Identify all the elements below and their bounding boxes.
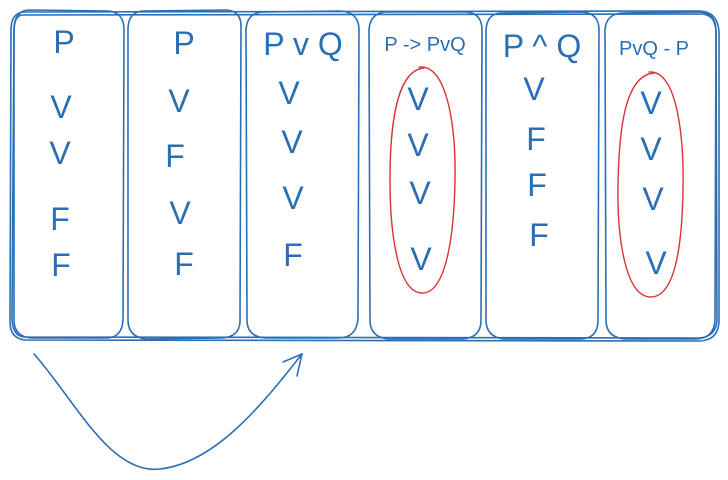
column-5-value-3: F	[527, 167, 547, 203]
column-box-2	[127, 9, 242, 340]
column-3: P v Q V V V F	[263, 26, 342, 273]
column-3-value-1: V	[278, 75, 300, 111]
column-2-header: P	[173, 25, 194, 61]
column-1-value-3: F	[50, 201, 70, 237]
column-box-1	[13, 9, 125, 339]
column-6-value-1: V	[640, 85, 662, 121]
column-3-header: P v Q	[263, 26, 342, 62]
curved-arrow-icon	[33, 353, 303, 470]
column-6: PvQ - P V V V V	[619, 38, 689, 281]
column-5-value-1: V	[523, 71, 545, 107]
column-boxes	[13, 9, 717, 340]
highlight-ellipse-col-6	[617, 71, 684, 298]
column-1-value-2: V	[49, 135, 71, 171]
column-4-value-2: V	[407, 127, 429, 163]
column-2-value-4: F	[174, 246, 194, 282]
column-1-header: P	[53, 24, 74, 60]
column-4-header: P -> PvQ	[384, 34, 465, 56]
column-6-header: PvQ - P	[619, 38, 689, 60]
highlight-ellipse-col-4	[389, 66, 456, 294]
column-box-3	[245, 10, 360, 339]
column-4-value-4: V	[410, 241, 432, 277]
column-3-value-4: F	[283, 237, 303, 273]
column-1: P V V F F	[49, 24, 74, 283]
column-box-4	[368, 11, 483, 340]
column-6-value-4: V	[645, 245, 667, 281]
column-4: P -> PvQ V V V V	[384, 34, 465, 277]
column-1-value-4: F	[51, 247, 71, 283]
column-box-6	[604, 11, 717, 340]
column-5-value-2: F	[526, 121, 546, 157]
column-6-value-3: V	[642, 181, 664, 217]
column-1-value-1: V	[50, 89, 72, 125]
column-box-5	[485, 11, 600, 340]
column-3-value-2: V	[281, 124, 303, 160]
column-5-header: P ^ Q	[503, 28, 581, 64]
column-2-value-3: V	[169, 195, 191, 231]
column-2-value-1: V	[168, 83, 190, 119]
column-6-value-2: V	[640, 131, 662, 167]
column-5-value-4: F	[529, 217, 549, 253]
column-3-value-3: V	[282, 180, 304, 216]
column-2-value-2: F	[165, 138, 185, 174]
highlight-ellipses	[389, 66, 684, 298]
column-4-value-3: V	[409, 175, 431, 211]
column-4-value-1: V	[407, 81, 429, 117]
column-5: P ^ Q V F F F	[503, 28, 581, 253]
outer-frame	[9, 10, 720, 342]
column-2: P V F V F	[165, 25, 194, 282]
